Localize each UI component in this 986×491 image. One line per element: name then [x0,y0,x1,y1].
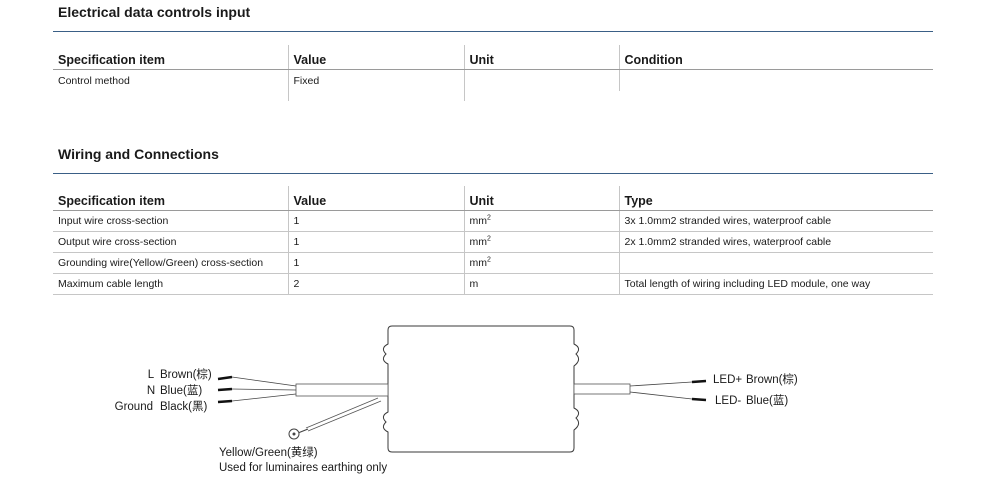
output-label-color: Brown(棕) [746,372,798,386]
output-label-pin: LED+ [713,374,742,386]
cell-type: 2x 1.0mm2 stranded wires, waterproof cab… [618,231,933,253]
cell-unit [463,69,619,91]
cell-value: 1 [287,210,464,232]
column-header: Condition [618,45,933,70]
earth-wire-label: Yellow/Green(黄绿) [219,445,318,459]
column-header: Unit [463,45,619,70]
cell-unit: mm2 [463,252,619,274]
earth-wire [288,397,382,440]
cell-value: Fixed [287,69,464,91]
cell-item: Input wire cross-section [53,210,288,232]
cell-value: 2 [287,273,464,295]
column-header: Value [287,186,464,211]
table-header-row: Specification item Value Unit Type [53,186,933,211]
cell-value: 1 [287,252,464,274]
cell-unit: m [463,273,619,295]
input-label-pin: L [148,369,155,381]
cell-type: Total length of wiring including LED mod… [618,273,933,295]
cell-item: Grounding wire(Yellow/Green) cross-secti… [53,252,288,274]
electrical-data-table: Specification item Value Unit Condition … [53,45,933,101]
column-header: Specification item [53,45,288,70]
section-divider [53,31,933,32]
input-label-color: Brown(棕) [160,367,212,381]
cell-unit: mm2 [463,210,619,232]
output-label-pin: LED- [715,395,741,407]
section-divider [53,173,933,174]
cell-type: 3x 1.0mm2 stranded wires, waterproof cab… [618,210,933,232]
table-header-row: Specification item Value Unit Condition [53,45,933,70]
column-header: Value [287,45,464,70]
wiring-diagram: L Brown(棕) N Blue(蓝) Ground Black(黑) LED… [115,325,798,474]
input-cable [217,375,389,404]
cell-item: Control method [58,74,130,87]
input-label-pin: Ground [115,401,153,413]
cell-type [618,252,933,274]
column-header: Unit [463,186,619,211]
wiring-table: Specification item Value Unit Type Input… [53,186,933,295]
section-title-electrical: Electrical data controls input [58,4,251,20]
cell-value: 1 [287,231,464,253]
earth-wire-note: Used for luminaires earthing only [219,462,387,474]
column-header: Type [618,186,933,211]
input-label-pin: N [147,385,155,397]
table-row: Output wire cross-section 1 mm2 2x 1.0mm… [53,231,933,253]
output-label-color: Blue(蓝) [746,394,788,407]
driver-housing [382,325,580,453]
cell-item: Output wire cross-section [53,231,288,253]
input-label-color: Blue(蓝) [160,384,202,397]
cell-unit: mm2 [463,231,619,253]
table-row: Grounding wire(Yellow/Green) cross-secti… [53,252,933,274]
cell-condition [618,69,933,91]
input-label-color: Black(黑) [160,400,207,413]
table-row: Maximum cable length 2 m Total length of… [53,273,933,295]
cell-item: Maximum cable length [53,273,288,295]
output-cable [573,379,707,402]
section-title-wiring: Wiring and Connections [58,146,219,162]
table-row: Input wire cross-section 1 mm2 3x 1.0mm2… [53,210,933,232]
table-row: Control method Fixed [53,69,933,91]
column-header: Specification item [53,186,288,211]
